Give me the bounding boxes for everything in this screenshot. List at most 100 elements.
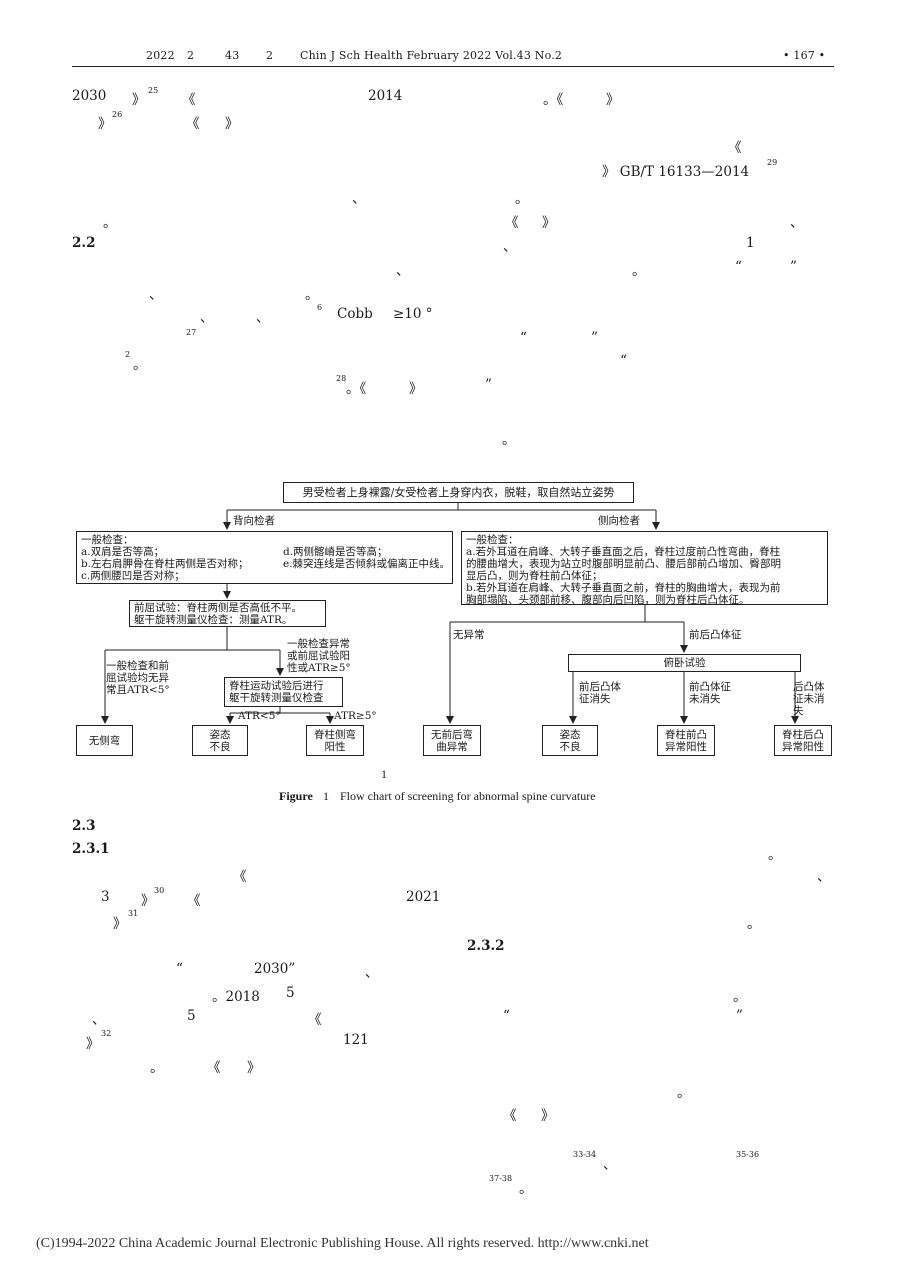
prone-test-label: 俯卧试验 xyxy=(663,657,706,669)
text-fragment: 》 xyxy=(141,893,155,909)
note-line: 失 xyxy=(793,705,804,717)
section-heading-2-2: 2.2 xyxy=(72,235,96,251)
note-line: 性或ATR≥5° xyxy=(287,662,351,674)
header-issue: 2 xyxy=(266,49,274,62)
text-fragment: 、 xyxy=(200,310,214,326)
text-fragment: 《 xyxy=(503,1108,517,1124)
text-fragment: “ xyxy=(176,961,183,977)
result-no-scoliosis: 无侧弯 xyxy=(76,725,133,756)
text-fragment: 》 xyxy=(225,116,239,132)
citation-superscript: 27 xyxy=(186,328,197,337)
note-line: 未消失 xyxy=(689,693,721,705)
text-fragment: 121 xyxy=(343,1032,369,1048)
section-heading-2-3: 2.3 xyxy=(72,818,96,834)
note-line: 一般检查和前 xyxy=(106,660,169,672)
text-fragment: 、 xyxy=(365,965,379,981)
text-fragment: 《 xyxy=(728,140,742,156)
prone-outcome-b: 前凸体征 未消失 xyxy=(689,681,731,705)
result-label: 姿态 xyxy=(559,728,581,741)
no-abnormality-label: 无异常 xyxy=(453,629,485,641)
result-poor-posture-back: 姿态 不良 xyxy=(192,725,248,756)
side-branch-label: 侧向检者 xyxy=(598,515,640,527)
citation-superscript: 26 xyxy=(112,110,123,119)
text-fragment: 、 xyxy=(149,287,163,303)
header-page-number: • 167 • xyxy=(783,49,826,62)
prone-outcome-a: 前后凸体 征消失 xyxy=(579,681,621,705)
text-fragment: 。 xyxy=(632,263,646,279)
text-fragment: 》 xyxy=(247,1060,261,1076)
text-fragment: 》 xyxy=(86,1036,100,1052)
start-box-text: 男受检者上身裸露/女受检者上身穿内衣，脱鞋，取自然站立姿势 xyxy=(302,485,615,499)
atr-low-label: ATR<5° xyxy=(238,710,281,722)
text-fragment: 2030 xyxy=(72,88,107,104)
text-fragment: 《 xyxy=(233,869,247,885)
result-label: 曲异常 xyxy=(436,740,468,753)
motion-test-box: 脊柱运动试验后进行 躯干旋转测量仪检查 xyxy=(224,677,343,707)
citation-superscript: 33-34 xyxy=(573,1150,597,1159)
exam-line: d.两侧髂嵴是否等高； xyxy=(283,546,388,558)
text-fragment: 3 xyxy=(101,889,110,905)
header-year: 2022 xyxy=(146,49,175,62)
note-line: 屈试验均无异 xyxy=(106,672,169,684)
text-fragment: ” xyxy=(736,1008,743,1024)
result-label: 脊柱后凸 xyxy=(782,728,824,741)
prone-test-box: 俯卧试验 xyxy=(568,654,801,672)
note-line: 前后凸体 xyxy=(579,681,621,693)
back-branch-label: 背向检者 xyxy=(233,515,275,527)
result-label: 阳性 xyxy=(324,740,346,753)
text-fragment: 、 xyxy=(603,1157,617,1173)
result-label: 不良 xyxy=(209,740,231,753)
text-fragment: 》 xyxy=(113,916,127,932)
text-fragment: 。《 xyxy=(346,381,367,397)
text-fragment: 《 xyxy=(308,1012,322,1028)
caption-text: Flow chart of screening for abnormal spi… xyxy=(340,789,596,803)
text-fragment: ” xyxy=(485,377,492,393)
text-fragment: 、 xyxy=(503,239,517,255)
test-line: 躯干旋转测量仪检查：测量ATR。 xyxy=(134,613,293,626)
result-label: 无前后弯 xyxy=(431,728,473,741)
start-box: 男受检者上身裸露/女受检者上身穿内衣，脱鞋，取自然站立姿势 xyxy=(283,482,634,503)
text-fragment: 》 xyxy=(98,116,112,132)
text-fragment: “ xyxy=(503,1008,510,1024)
text-fragment: 《 xyxy=(207,1060,221,1076)
exam-line: c.两侧腰凹是否对称； xyxy=(81,570,185,582)
citation-superscript: 6 xyxy=(317,303,323,312)
standard-reference: 》 GB/T 16133—2014 xyxy=(602,164,750,180)
citation-superscript: 37-38 xyxy=(489,1174,513,1183)
normal-condition-note: 一般检查和前 屈试验均无异 常且ATR<5° xyxy=(106,660,170,696)
text-fragment: 2030” xyxy=(254,961,296,977)
note-line: 征未消 xyxy=(793,693,825,705)
result-kyphosis-positive: 脊柱后凸 异常阳性 xyxy=(774,725,832,756)
note-line: 常且ATR<5° xyxy=(106,684,170,696)
text-fragment: 、 xyxy=(352,191,366,207)
text-fragment: 。 xyxy=(502,432,516,448)
text-fragment: 。 xyxy=(519,1181,533,1197)
section-heading-2-3-2: 2.3.2 xyxy=(467,938,505,954)
result-no-ap-abnormality: 无前后弯 曲异常 xyxy=(423,725,481,756)
header-journal: Chin J Sch Health February 2022 Vol.43 N… xyxy=(300,49,563,62)
text-fragment: 》 xyxy=(132,92,146,108)
exam-line: a.双肩是否等高； xyxy=(81,546,165,558)
text-fragment: 《 xyxy=(186,116,200,132)
text-fragment: 、 xyxy=(256,310,270,326)
text-fragment: 。 xyxy=(747,916,761,932)
text-fragment: 、 xyxy=(396,263,410,279)
citation-superscript: 2 xyxy=(125,350,131,359)
text-fragment: 《 xyxy=(187,893,201,909)
abnormal-condition-note: 一般检查异常 或前屈试验阳 性或ATR≥5° xyxy=(287,638,351,674)
text-fragment: 2014 xyxy=(368,88,403,104)
caption-label: Figure xyxy=(279,789,313,803)
exam-line: b.左右肩胛骨在脊柱两侧是否对称； xyxy=(81,558,249,570)
text-fragment: 、 xyxy=(92,1012,106,1028)
text-fragment: 。 xyxy=(305,287,319,303)
result-label: 姿态 xyxy=(209,728,231,741)
citation-superscript: 35-36 xyxy=(736,1150,760,1159)
text-fragment: “ xyxy=(620,353,627,369)
note-line: 征消失 xyxy=(579,693,611,705)
citation-superscript: 30 xyxy=(154,886,165,895)
text-fragment: 。 xyxy=(768,847,782,863)
text-fragment: 》 xyxy=(542,215,556,231)
citation-superscript: 28 xyxy=(336,374,347,383)
copyright-footer: (C)1994-2022 China Academic Journal Elec… xyxy=(36,1236,649,1251)
text-fragment: 。 xyxy=(677,1085,691,1101)
